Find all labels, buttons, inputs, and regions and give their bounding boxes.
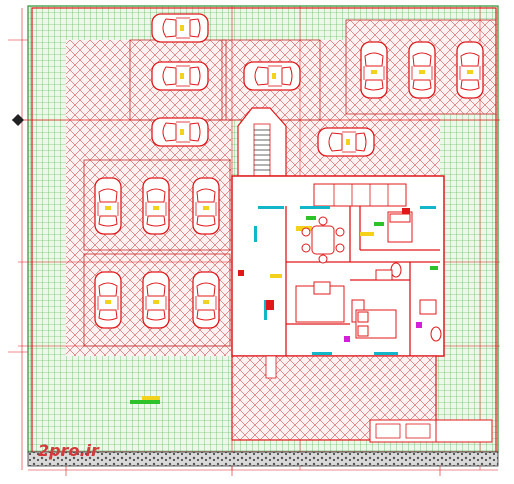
bed-icon [355, 211, 413, 339]
north-marker-icon [12, 114, 24, 126]
watermark-text: 2pro.ir [38, 441, 100, 460]
toilet-icon [375, 262, 442, 342]
front-terrace [231, 355, 493, 443]
building-footprint [130, 175, 445, 404]
street-strip [27, 451, 499, 467]
parking-stalls [83, 39, 321, 347]
dining-table-icon [301, 216, 345, 264]
